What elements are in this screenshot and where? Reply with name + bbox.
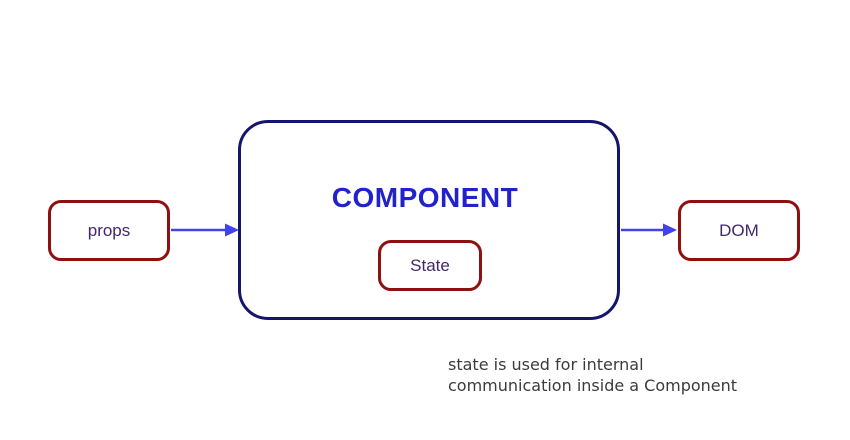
state-node: State [378,240,482,291]
diagram-caption: state is used for internal communication… [448,354,737,396]
state-node-label: State [410,255,450,275]
caption-line-1: state is used for internal [448,355,644,374]
component-title: COMPONENT [331,182,519,213]
arrow-component-to-dom-icon [621,223,677,237]
caption-line-2: communication inside a Component [448,376,738,395]
props-node-label: props [87,220,131,240]
arrow-props-to-component-icon [171,223,239,237]
props-node: props [48,200,170,261]
dom-node-label: DOM [719,220,759,240]
dom-node: DOM [678,200,800,261]
